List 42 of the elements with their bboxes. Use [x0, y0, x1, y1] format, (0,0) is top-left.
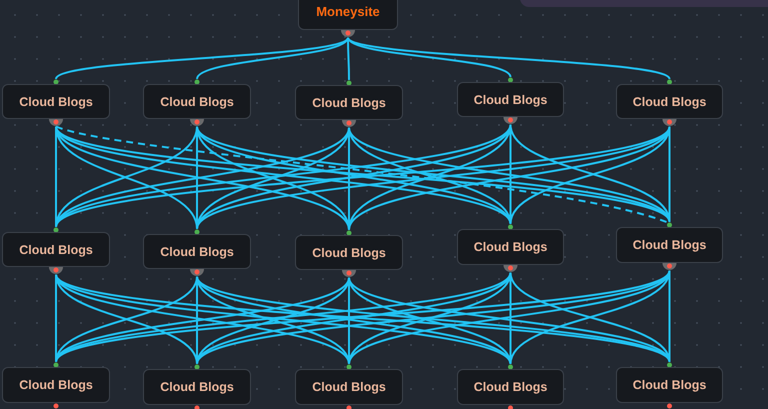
node-label: Cloud Blogs [632, 94, 706, 110]
node-box [295, 235, 403, 270]
node-label: Cloud Blogs [474, 239, 548, 255]
curved-connector [347, 36, 670, 80]
node-box [2, 84, 110, 119]
node-label: Moneysite [316, 4, 380, 20]
node-box [143, 369, 251, 405]
node-label: Cloud Blogs [312, 379, 386, 395]
node-box [616, 367, 723, 403]
node-box [616, 84, 723, 119]
node-box [457, 82, 564, 117]
curved-connector [347, 38, 350, 80]
curved-connector [55, 274, 57, 362]
curved-connector [668, 270, 670, 362]
node-label: Cloud Blogs [19, 242, 93, 258]
node-label: Cloud Blogs [160, 379, 234, 395]
curved-connector [347, 36, 512, 78]
node-box [143, 84, 251, 119]
node-box [616, 227, 723, 263]
node-label: Cloud Blogs [474, 92, 548, 108]
node-label: Cloud Blogs [19, 377, 93, 393]
node-box [298, 0, 398, 30]
node-label: Cloud Blogs [19, 94, 93, 110]
node-label: Cloud Blogs [632, 237, 706, 253]
node-label: Cloud Blogs [160, 244, 234, 260]
node-box [295, 85, 403, 120]
node-label: Cloud Blogs [160, 94, 234, 110]
node-label: Cloud Blogs [474, 379, 548, 395]
curved-connector [196, 36, 349, 80]
curved-connector [55, 126, 57, 227]
node-label: Cloud Blogs [312, 244, 386, 260]
node-box [2, 232, 110, 267]
curved-connector [55, 36, 349, 80]
node-box [457, 369, 564, 405]
node-box [2, 367, 110, 403]
node-label: Cloud Blogs [312, 94, 386, 110]
curved-connector [668, 126, 670, 222]
node-box [143, 234, 251, 269]
node-box [457, 229, 564, 265]
node-box [295, 369, 403, 405]
node-label: Cloud Blogs [632, 377, 706, 393]
curved-connector [348, 278, 350, 364]
